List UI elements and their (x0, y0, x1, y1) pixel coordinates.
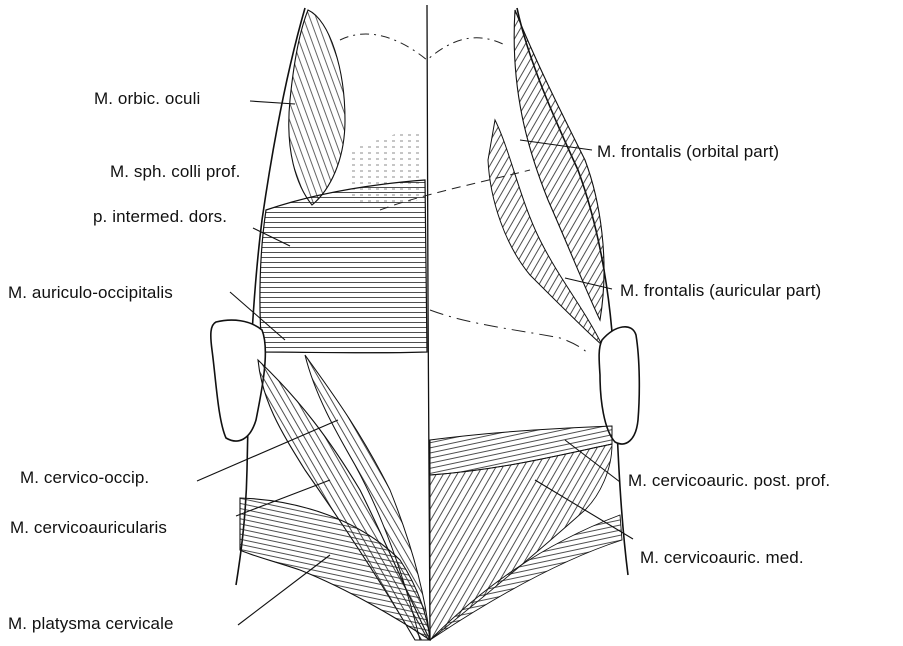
label-platysma-cervicale: M. platysma cervicale (8, 614, 174, 634)
label-cervicoauric-med: M. cervicoauric. med. (640, 548, 804, 568)
label-cervico-occip: M. cervico-occip. (20, 468, 149, 488)
ear-left (211, 320, 266, 441)
label-frontalis-orbital: M. frontalis (orbital part) (597, 142, 779, 162)
sphincter-colli-band (260, 180, 427, 353)
scalp-contour (340, 34, 505, 60)
label-cervicoauric-post-prof: M. cervicoauric. post. prof. (628, 471, 830, 491)
label-frontalis-auricular: M. frontalis (auricular part) (620, 281, 821, 301)
label-sph-colli-prof: M. sph. colli prof. (110, 162, 240, 182)
label-cervicoauricularis: M. cervicoauricularis (10, 518, 167, 538)
label-orbic-oculi: M. orbic. oculi (94, 89, 200, 109)
label-auriculo-occipitalis: M. auriculo-occipitalis (8, 283, 173, 303)
auricular-contour (430, 310, 590, 355)
label-intermed-dors: p. intermed. dors. (93, 207, 227, 227)
